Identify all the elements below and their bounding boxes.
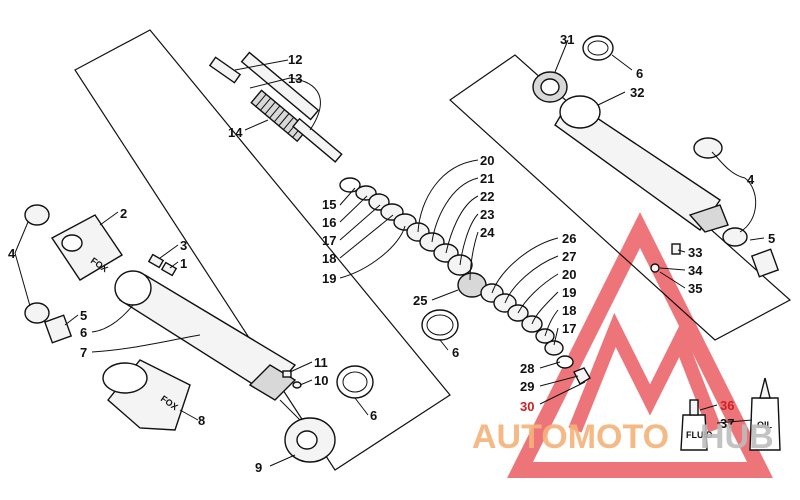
oil-bottle-label: OIL — [757, 420, 773, 430]
callout-3: 3 — [180, 238, 187, 253]
callout-15: 15 — [322, 197, 336, 212]
callout-27: 27 — [562, 249, 576, 264]
callout-10: 10 — [314, 373, 328, 388]
callout-6-lower: 6 — [370, 408, 377, 423]
callout-8: 8 — [198, 413, 205, 428]
watermark-text-a: AUTOMOTO — [472, 418, 669, 456]
seal-ring-lower — [336, 365, 374, 399]
callout-22: 22 — [480, 189, 494, 204]
callout-37: 37 — [720, 416, 734, 431]
callout-17a: 17 — [322, 233, 336, 248]
callout-5-left: 5 — [80, 308, 87, 323]
callout-36: 36 — [720, 398, 734, 413]
seal-ring-top-right — [582, 35, 614, 61]
bushing-right-top — [693, 137, 723, 159]
callout-26: 26 — [562, 231, 576, 246]
callout-6-left: 6 — [80, 325, 87, 340]
callout-2: 2 — [120, 206, 127, 221]
reservoir: FOX — [50, 214, 123, 281]
callout-35: 35 — [688, 281, 702, 296]
callout-12: 12 — [288, 52, 302, 67]
callout-25: 25 — [413, 293, 427, 308]
piston-rod-assembly — [208, 51, 343, 163]
callout-19b: 19 — [562, 285, 576, 300]
watermark-text-b: HUB — [700, 418, 774, 456]
callout-16: 16 — [322, 215, 336, 230]
callout-20b: 20 — [562, 267, 576, 282]
callout-29: 29 — [520, 379, 534, 394]
callout-17b: 17 — [562, 321, 576, 336]
callout-32: 32 — [630, 85, 644, 100]
leader-lines — [14, 39, 765, 467]
callout-11: 11 — [314, 355, 328, 370]
callout-18b: 18 — [562, 303, 576, 318]
callout-31: 31 — [560, 32, 574, 47]
callout-33: 33 — [688, 245, 702, 260]
callout-18a: 18 — [322, 251, 336, 266]
dust-sleeve: FOX — [102, 359, 191, 431]
right-cylinder — [554, 95, 729, 233]
bushing-right-bottom — [722, 227, 748, 247]
small-part-34 — [650, 263, 660, 273]
spacer-right — [750, 248, 780, 278]
callout-4-left: 4 — [8, 246, 16, 261]
bushing-left-bottom — [24, 302, 50, 324]
callout-1: 1 — [180, 256, 187, 271]
callout-34: 34 — [688, 263, 703, 278]
oil-bottle: OIL — [749, 377, 781, 451]
spacer-left — [43, 314, 73, 344]
callout-24: 24 — [480, 225, 495, 240]
callout-6-top-right: 6 — [636, 66, 643, 81]
callout-13: 13 — [288, 71, 302, 86]
callout-28: 28 — [520, 361, 534, 376]
callout-23: 23 — [480, 207, 494, 222]
bushing-left-top — [24, 204, 50, 226]
small-part-10 — [292, 381, 302, 389]
callout-19a: 19 — [322, 271, 336, 286]
piston-stack — [339, 177, 591, 385]
watermark-logo — [507, 212, 773, 478]
callout-21: 21 — [480, 171, 494, 186]
callout-30: 30 — [520, 399, 534, 414]
callout-labels: 12 13 14 15 16 17 18 19 20 21 22 23 24 2… — [8, 32, 775, 475]
fluid-bottle: FLUID — [680, 399, 713, 451]
fluid-bottle-label: FLUID — [686, 430, 713, 440]
callout-20a: 20 — [480, 153, 494, 168]
callout-7: 7 — [80, 345, 87, 360]
callout-9: 9 — [255, 460, 262, 475]
valve-part-1 — [160, 261, 178, 277]
callout-14: 14 — [228, 125, 243, 140]
small-part-33 — [671, 243, 681, 255]
watermark-text: AUTOMOTO HUB — [472, 418, 774, 456]
valve-part-3 — [147, 253, 165, 269]
callout-6-center: 6 — [452, 345, 459, 360]
small-part-11 — [282, 370, 292, 378]
callout-4-right: 4 — [747, 172, 755, 187]
right-assembly-frame — [449, 54, 792, 341]
callout-5-right: 5 — [768, 231, 775, 246]
